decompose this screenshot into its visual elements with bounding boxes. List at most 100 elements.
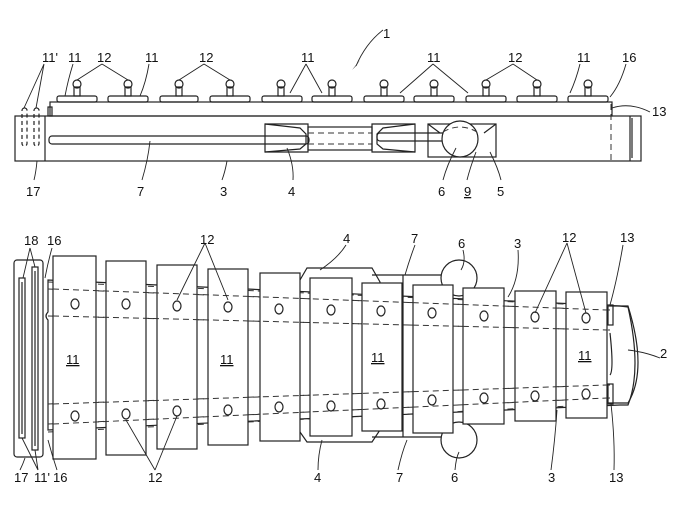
ball-hidden-arc: [442, 126, 478, 133]
labels-side: 1 11' 11 12 11 12 11 11 12 11 16 13 17 7…: [26, 26, 666, 199]
seat-chamfer: [427, 123, 497, 134]
label-11: 11: [145, 50, 159, 65]
rod: [48, 135, 310, 145]
pin: [326, 304, 336, 316]
label-7: 7: [137, 184, 144, 199]
label-12: 12: [200, 232, 214, 247]
pin: [479, 310, 489, 322]
rod-right: [376, 132, 448, 142]
slot-key: [33, 107, 40, 147]
label-4: 4: [288, 184, 295, 199]
label-7: 7: [411, 231, 418, 246]
label-11: 11: [301, 50, 315, 65]
label-3: 3: [220, 184, 227, 199]
slot-key: [21, 107, 28, 147]
nose-inner: [609, 332, 613, 376]
label-6: 6: [451, 470, 458, 485]
label-16: 16: [53, 470, 67, 485]
label-6: 6: [438, 184, 445, 199]
label-4: 4: [343, 231, 350, 246]
rail: [607, 383, 614, 405]
label-12: 12: [199, 50, 213, 65]
label-5: 5: [497, 184, 504, 199]
key: [159, 95, 199, 103]
key: [105, 260, 147, 456]
ball: [441, 120, 479, 158]
label-9: 9: [464, 184, 471, 199]
label-11: 11: [68, 50, 82, 65]
pin: [376, 398, 386, 410]
label-18: 18: [24, 233, 38, 248]
hidden-tracks-over: [52, 288, 608, 425]
pin: [479, 392, 489, 404]
pin: [530, 390, 540, 402]
pin: [583, 79, 593, 97]
clamp-left-profile: [264, 123, 307, 153]
clamp-right-profile: [376, 123, 416, 153]
key: [156, 264, 198, 450]
label-3: 3: [514, 236, 521, 251]
side-view: 1 11' 11 12 11 12 11 11 12 11 16 13 17 7…: [14, 26, 666, 199]
pins-plan: [70, 298, 591, 422]
label-12: 12: [97, 50, 111, 65]
pin: [174, 79, 184, 97]
label-12: 12: [562, 230, 576, 245]
pin: [121, 298, 131, 310]
pin: [326, 400, 336, 412]
label-17: 17: [26, 184, 40, 199]
key: [56, 95, 98, 103]
labels-plan: 18 16 12 11 11 11 11 4 7 6 3 12 13 2 17 …: [14, 230, 667, 485]
pin: [172, 300, 182, 312]
label-16: 16: [622, 50, 636, 65]
arrow-head-icon: [352, 60, 360, 70]
pin: [581, 388, 591, 400]
key: [311, 95, 353, 103]
pin: [121, 408, 131, 420]
label-12: 12: [148, 470, 162, 485]
label-2: 2: [660, 346, 667, 361]
label-11: 11: [578, 348, 592, 363]
key: [107, 95, 149, 103]
pin: [223, 301, 233, 313]
label-3: 3: [548, 470, 555, 485]
pin: [276, 79, 286, 97]
key: [361, 282, 403, 432]
key: [209, 95, 251, 103]
keys-plan: [52, 255, 608, 460]
label-11: 11: [427, 50, 441, 65]
top-plate: [49, 101, 613, 117]
label-11: 11: [220, 352, 234, 367]
pins-row: [72, 79, 593, 97]
pin: [225, 79, 235, 97]
assembly-arrow: [355, 29, 384, 67]
end-block: [13, 259, 44, 458]
leader-lines-plan: [19, 242, 661, 471]
clamp-right: [371, 123, 416, 153]
label-13: 13: [652, 104, 666, 119]
pin: [376, 305, 386, 317]
leader-lines-side: [23, 63, 651, 181]
nose: [600, 305, 639, 404]
label-1: 1: [383, 26, 390, 41]
base-body: [14, 115, 642, 162]
pin: [223, 404, 233, 416]
key: [261, 95, 303, 103]
keys-row: [56, 95, 609, 103]
key: [363, 95, 405, 103]
pin: [72, 79, 82, 97]
label-13: 13: [609, 470, 623, 485]
pin: [379, 79, 389, 97]
key: [516, 95, 558, 103]
pin: [481, 79, 491, 97]
label-11: 11: [577, 50, 591, 65]
pin: [427, 307, 437, 319]
pin: [274, 303, 284, 315]
label-17: 17: [14, 470, 28, 485]
pin: [429, 79, 439, 97]
key: [413, 95, 455, 103]
label-6: 6: [458, 236, 465, 251]
key: [412, 284, 454, 434]
pin: [70, 410, 80, 422]
label-12: 12: [508, 50, 522, 65]
